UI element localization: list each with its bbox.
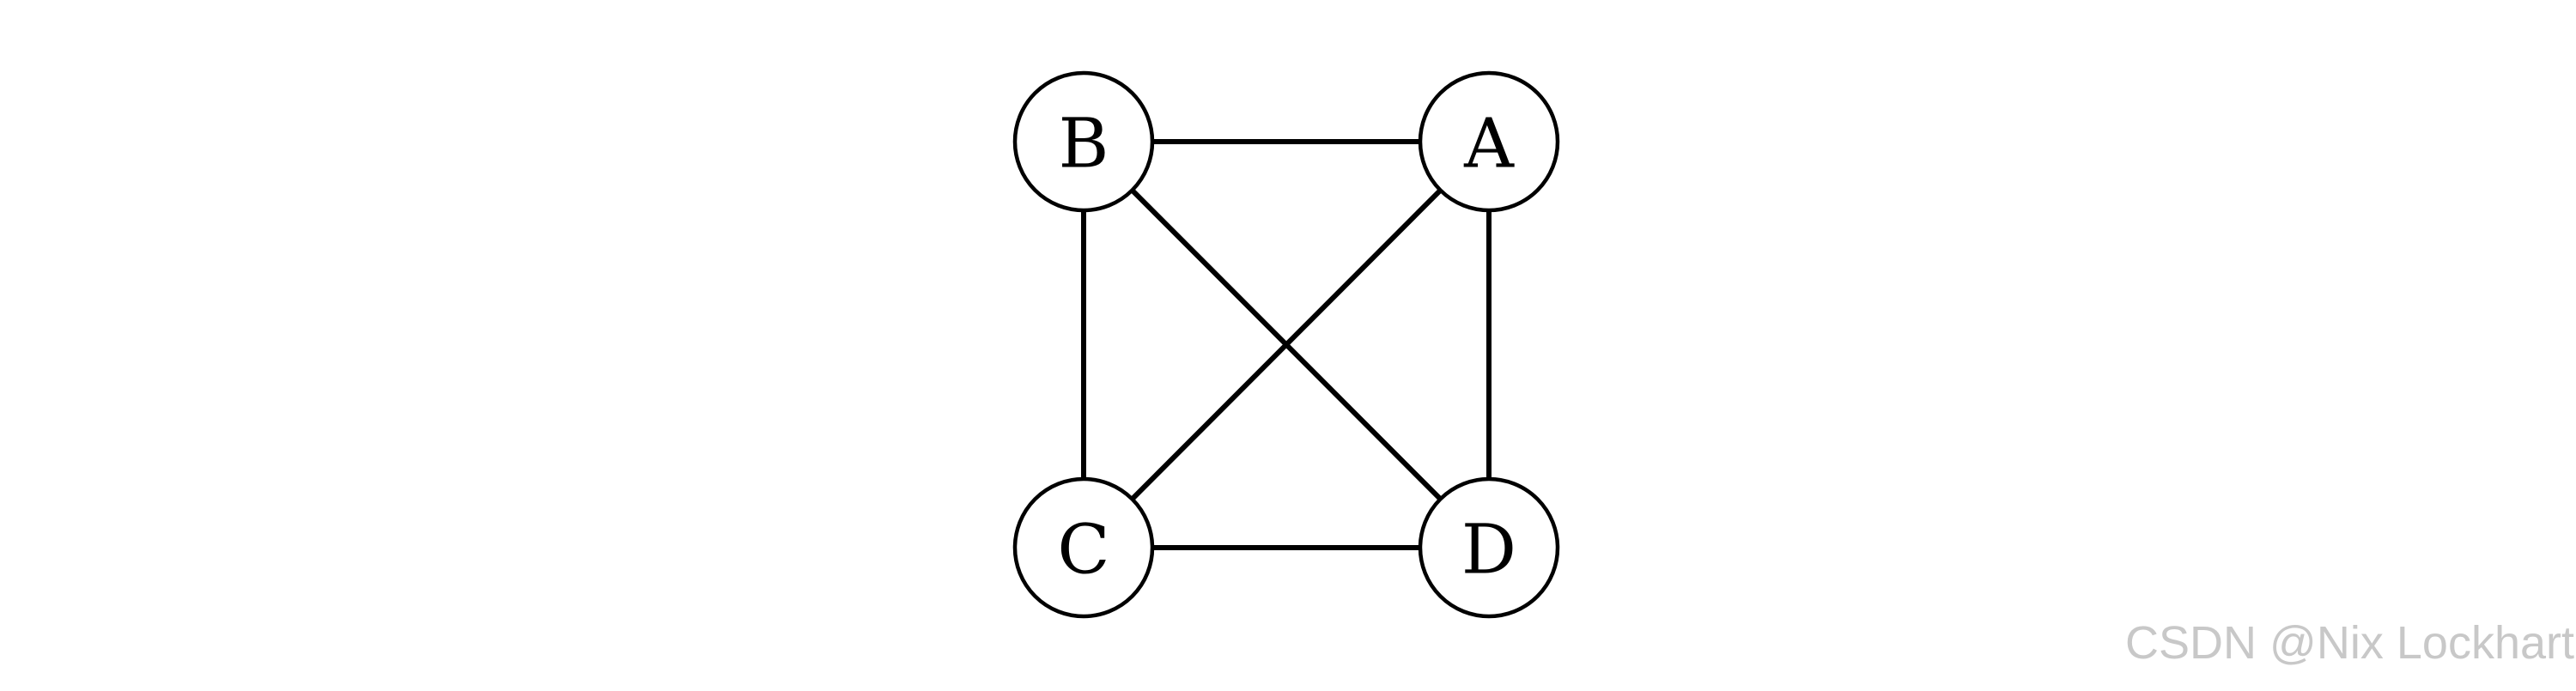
node-b: B [1012,70,1155,213]
node-d: D [1418,476,1560,619]
node-label: C [1057,510,1109,590]
watermark: CSDN @Nix Lockhart [2125,617,2574,669]
node-label: D [1461,510,1516,590]
node-c: C [1012,476,1155,619]
node-label: A [1463,104,1515,184]
node-circle [1012,70,1155,213]
node-circle [1418,70,1560,213]
nodes-layer: B A C D [1012,70,1560,619]
node-circle [1012,476,1155,619]
node-circle [1418,476,1560,619]
edge-a-c [1130,188,1443,501]
edges-layer [1081,139,1492,550]
node-label: B [1059,104,1109,184]
node-a: A [1418,70,1560,213]
